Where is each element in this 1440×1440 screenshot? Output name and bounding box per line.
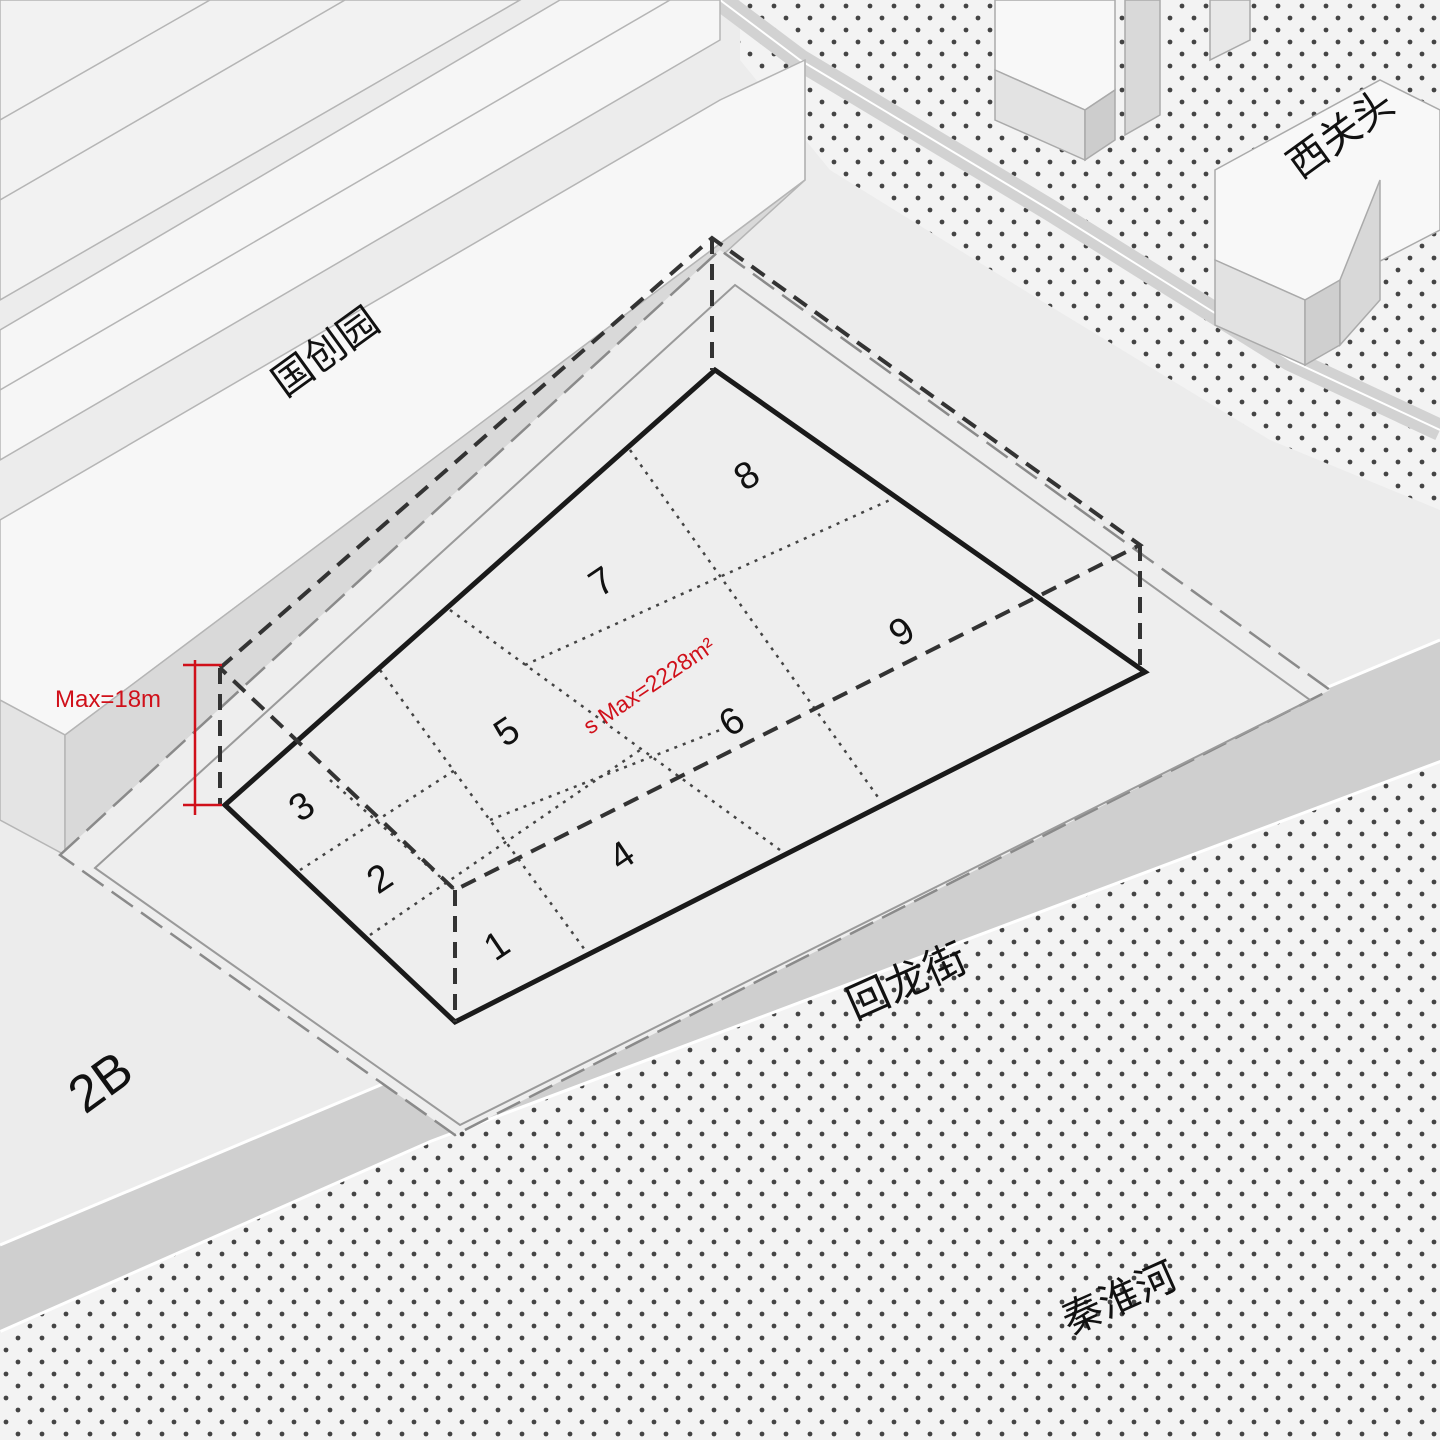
park-buildings <box>0 0 806 857</box>
river-area <box>0 760 1440 1440</box>
max-height-label: Max=18m <box>55 686 161 713</box>
site-boundary <box>58 248 1333 1137</box>
side-road-line <box>719 0 1440 431</box>
max-volume-box <box>218 235 1144 1022</box>
height-dimension <box>183 660 222 815</box>
plot-outline <box>221 366 1150 1026</box>
west-buildings <box>994 0 1440 367</box>
plot-grid <box>299 449 891 951</box>
site-pad <box>60 250 1330 1135</box>
setback-line <box>93 283 1312 1127</box>
